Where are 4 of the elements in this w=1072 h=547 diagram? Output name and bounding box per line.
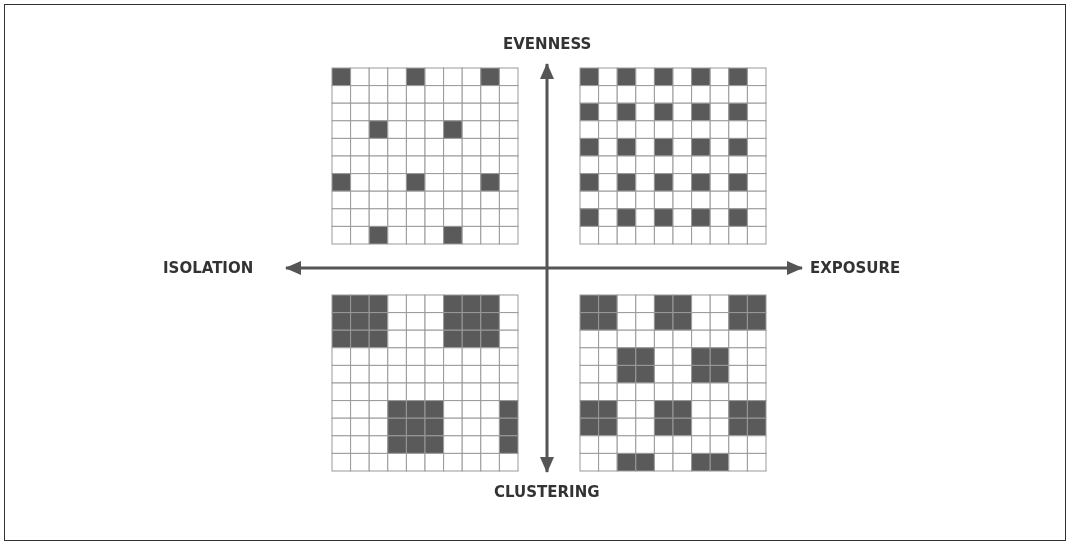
axis-label: EXPOSURE — [810, 259, 901, 277]
axis-label: ISOLATION — [163, 259, 254, 277]
axis-label: CLUSTERING — [494, 483, 600, 501]
axis-label: EVENNESS — [503, 35, 592, 53]
